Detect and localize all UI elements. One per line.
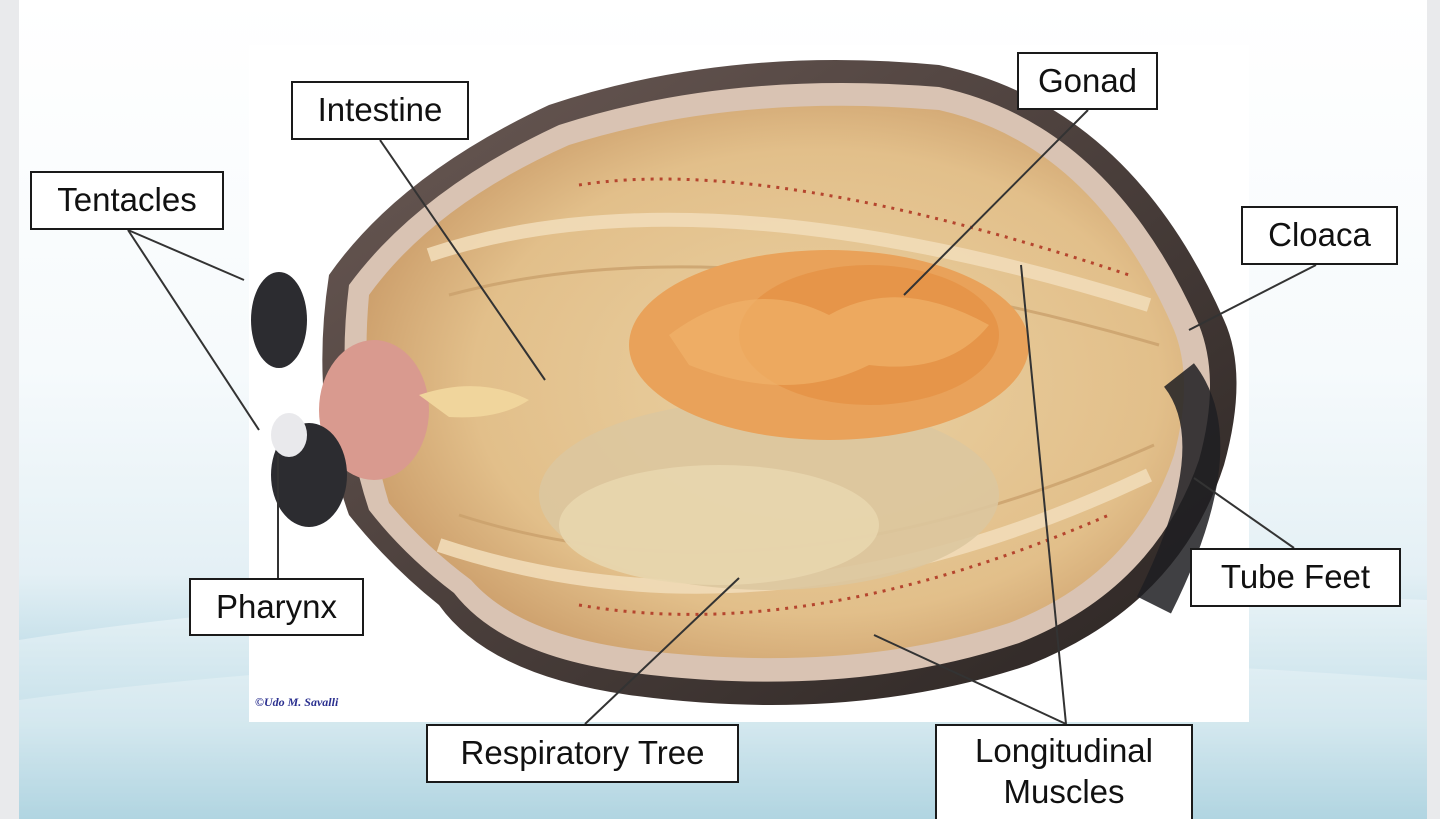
tentacles-leader-top xyxy=(127,229,245,281)
intestine-leader xyxy=(379,139,546,381)
label-respiratory-tree: Respiratory Tree xyxy=(426,724,739,783)
label-pharynx: Pharynx xyxy=(189,578,364,636)
label-tube-feet: Tube Feet xyxy=(1190,548,1401,607)
gonad-leader xyxy=(903,109,1089,296)
tube-feet-leader xyxy=(1193,477,1295,549)
leader-lines xyxy=(127,109,1317,725)
longitudinal-muscles-leader-bottom xyxy=(873,634,1067,725)
cloaca-leader xyxy=(1188,264,1317,331)
label-cloaca: Cloaca xyxy=(1241,206,1398,265)
slide: ©Udo M. Savalli Intestine Gonad Tentacle… xyxy=(19,0,1427,819)
tentacles-leader-bottom xyxy=(127,229,260,431)
specimen-photo xyxy=(249,45,1249,722)
label-longitudinal-muscles: Longitudinal Muscles xyxy=(935,724,1193,819)
respiratory-tree-leader xyxy=(584,577,740,725)
sea-cucumber-illustration xyxy=(251,60,1237,705)
label-tentacles: Tentacles xyxy=(30,171,224,230)
longitudinal-muscles-leader-top xyxy=(1020,264,1067,725)
photo-credit: ©Udo M. Savalli xyxy=(255,695,339,709)
label-intestine: Intestine xyxy=(291,81,469,140)
label-gonad: Gonad xyxy=(1017,52,1158,110)
